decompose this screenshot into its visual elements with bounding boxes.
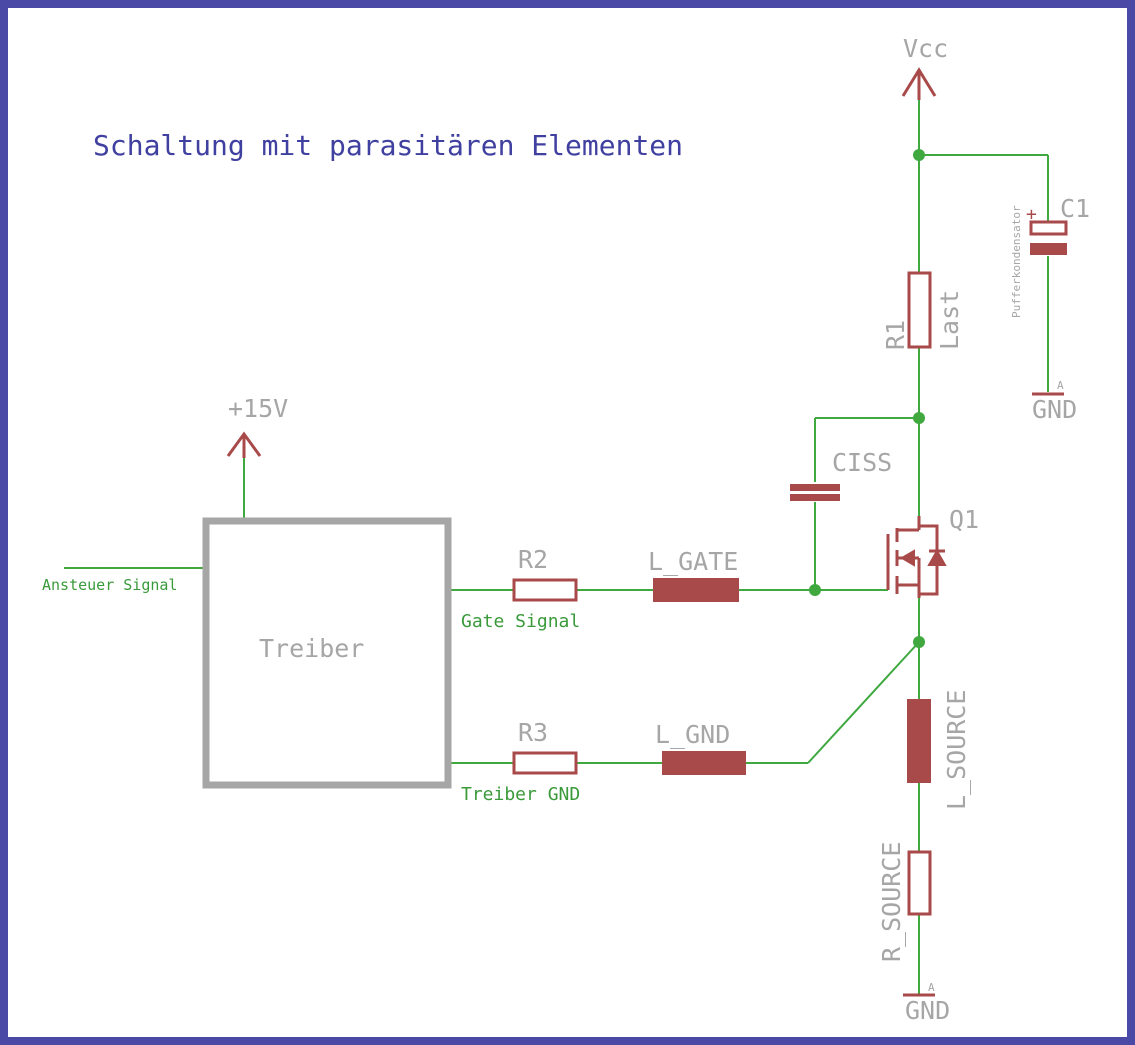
r1-value: Last [935,290,964,350]
vcc-supply-arrow [901,67,937,100]
r2-resistor [512,578,578,602]
net-label-input: Ansteuer Signal [42,576,177,594]
l-gnd-inductor [662,751,746,775]
l-gate-inductor [653,578,739,602]
c1-name: C1 [1060,194,1090,223]
ciss-name: CISS [832,448,892,477]
l-source-name: L_SOURCE [942,690,971,810]
r1-resistor [907,271,932,349]
q1-name: Q1 [949,505,979,534]
net-label-driver-gnd: Treiber GND [461,784,580,805]
vcc-label: Vcc [903,34,948,63]
ciss-capacitor [790,484,840,501]
gnd-top-mark: A [1057,379,1064,392]
driver-block [202,517,452,789]
net-label-gate: Gate Signal [461,611,580,632]
gnd-bottom-mark: A [928,981,935,994]
r-source-resistor [907,850,932,916]
driver-name: Treiber [259,634,364,663]
r3-resistor [512,751,578,775]
c1-polarity: + [1026,204,1037,225]
r3-name: R3 [518,718,548,747]
r1-name: R1 [881,320,910,350]
c1-value: Pufferkondensator [1010,205,1023,318]
r-source-name: R_SOURCE [877,842,906,962]
plus15v-supply-arrow [226,431,262,458]
l-gate-name: L_GATE [648,547,738,576]
l-source-inductor [907,699,931,783]
gnd-bottom-label: GND [905,996,950,1025]
l-gnd-name: L_GND [655,720,730,749]
junctions [809,149,925,648]
q1-mosfet [886,516,947,598]
gnd-top-label: GND [1032,395,1077,424]
r2-name: R2 [518,545,548,574]
plus15v-label: +15V [228,394,288,423]
schematic-title: Schaltung mit parasitären Elementen [93,129,683,162]
c1-capacitor [1029,220,1068,255]
